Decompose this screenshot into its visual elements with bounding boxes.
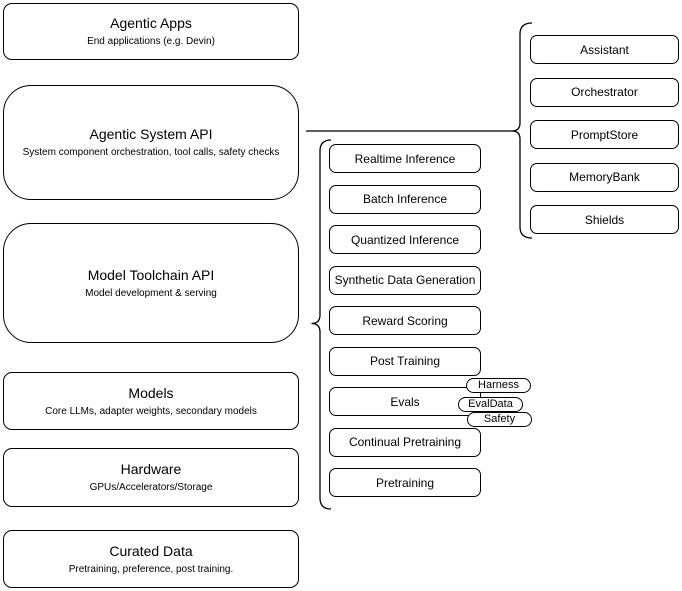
layer-subtitle: Core LLMs, adapter weights, secondary mo… (45, 405, 257, 417)
evals-tag-safety: Safety (467, 412, 532, 427)
service-box-pretraining: Pretraining (329, 468, 481, 497)
layer-title: Curated Data (109, 542, 193, 559)
component-box-shields: Shields (530, 205, 679, 234)
evals-tag-harness: Harness (466, 378, 531, 393)
layer-box-model-toolchain-api: Model Toolchain API Model development & … (3, 223, 299, 343)
service-box-realtime-inference: Realtime Inference (329, 144, 481, 173)
service-box-synthetic-data-generation: Synthetic Data Generation (329, 265, 481, 295)
service-box-quantized-inference: Quantized Inference (329, 225, 481, 254)
layer-subtitle: System component orchestration, tool cal… (22, 147, 280, 158)
system-components-group: Assistant Orchestrator PromptStore Memor… (530, 35, 679, 234)
layer-subtitle: Model development & serving (85, 287, 217, 299)
layer-subtitle: GPUs/Accelerators/Storage (89, 482, 213, 493)
component-box-memorybank: MemoryBank (530, 162, 679, 192)
component-box-promptstore: PromptStore (530, 120, 679, 149)
layer-box-curated-data: Curated Data Pretraining, preference, po… (3, 530, 299, 588)
service-box-post-training: Post Training (329, 346, 481, 376)
system-components-bracket (511, 22, 533, 239)
layer-box-agentic-apps: Agentic Apps End applications (e.g. Devi… (3, 3, 299, 60)
layer-title: Hardware (120, 461, 182, 477)
evals-tag-evaldata: EvalData (458, 397, 523, 412)
service-box-batch-inference: Batch Inference (329, 184, 481, 214)
service-box-evals: Evals (329, 387, 481, 416)
layer-title: Agentic Apps (110, 15, 192, 31)
layer-box-hardware: Hardware GPUs/Accelerators/Storage (3, 448, 299, 507)
component-box-orchestrator: Orchestrator (530, 77, 679, 107)
service-box-continual-pretraining: Continual Pretraining (329, 427, 481, 457)
layer-title: Model Toolchain API (87, 266, 215, 283)
layer-subtitle: End applications (e.g. Devin) (87, 36, 215, 47)
layer-box-agentic-system-api: Agentic System API System component orch… (3, 85, 299, 200)
toolchain-services-group: Realtime Inference Batch Inference Quant… (329, 144, 481, 497)
service-box-reward-scoring: Reward Scoring (329, 306, 481, 335)
layer-subtitle: Pretraining, preference, post training. (68, 563, 234, 575)
layer-title: Models (128, 384, 174, 401)
component-box-assistant: Assistant (530, 35, 679, 64)
layer-title: Agentic System API (89, 126, 213, 142)
layer-box-models: Models Core LLMs, adapter weights, secon… (3, 372, 299, 430)
